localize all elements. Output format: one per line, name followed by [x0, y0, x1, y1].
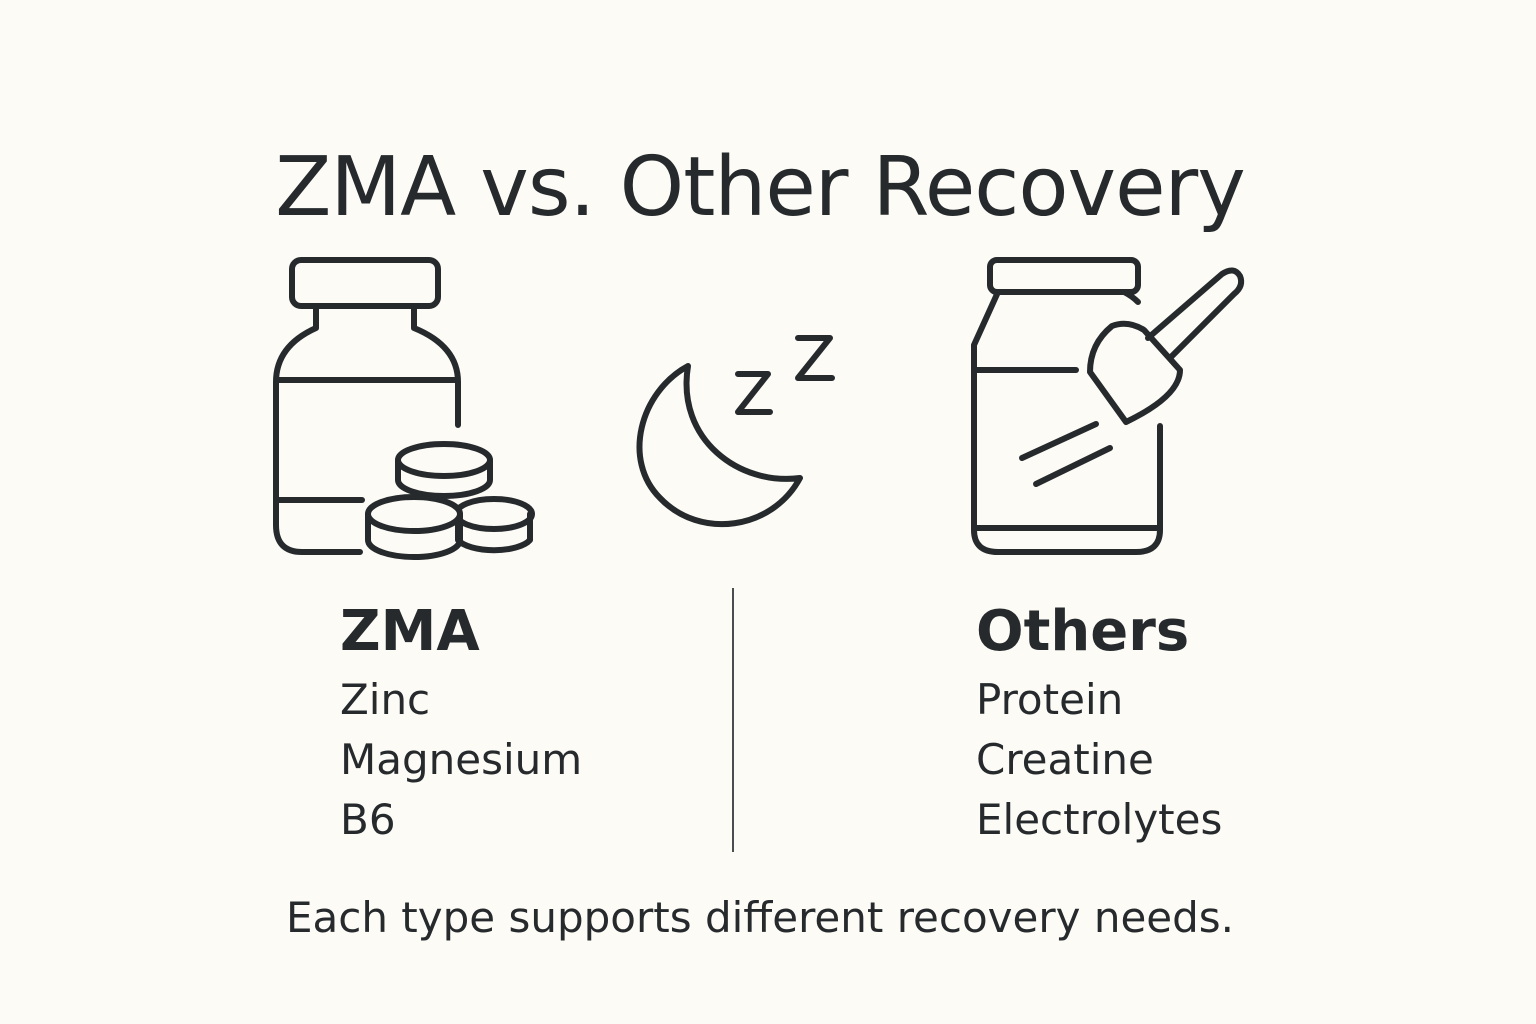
column-divider [732, 588, 734, 852]
zma-heading: ZMA [340, 599, 480, 664]
bottle-cap [289, 257, 441, 309]
others-ingredient-list: Protein Creatine Electrolytes [976, 670, 1222, 850]
powder-jar-with-scoop-icon [971, 257, 1245, 555]
bottle-body [273, 303, 363, 555]
bottle-shoulder-right [411, 303, 461, 428]
moon-sleep-icon [636, 335, 835, 528]
tablet-icon [453, 496, 535, 554]
jar-lid [987, 257, 1141, 295]
list-item: Creatine [976, 735, 1154, 784]
list-item: B6 [340, 795, 396, 844]
pill-bottle-with-tablets-icon [273, 257, 535, 560]
jar-body [971, 289, 1163, 555]
zma-column: ZMA Zinc Magnesium B6 [340, 600, 582, 850]
powder-streak [1019, 421, 1099, 461]
list-item: Protein [976, 675, 1124, 724]
scoop-cup [1087, 320, 1183, 425]
others-heading: Others [976, 599, 1190, 664]
caption: Each type supports different recovery ne… [285, 893, 1235, 942]
tablet-icon [395, 441, 493, 499]
list-item: Zinc [340, 675, 431, 724]
scoop-handle [1145, 267, 1245, 361]
tablet-icon [365, 494, 463, 560]
others-column: Others Protein Creatine Electrolytes [976, 600, 1222, 850]
page-title: ZMA vs. Other Recovery [275, 139, 1246, 235]
zma-ingredient-list: Zinc Magnesium B6 [340, 670, 582, 850]
list-item: Electrolytes [976, 795, 1223, 844]
powder-streak [1033, 445, 1113, 487]
moon-icon [636, 363, 803, 528]
list-item: Magnesium [340, 735, 583, 784]
z-large-icon [795, 335, 835, 381]
z-small-icon [735, 371, 773, 415]
